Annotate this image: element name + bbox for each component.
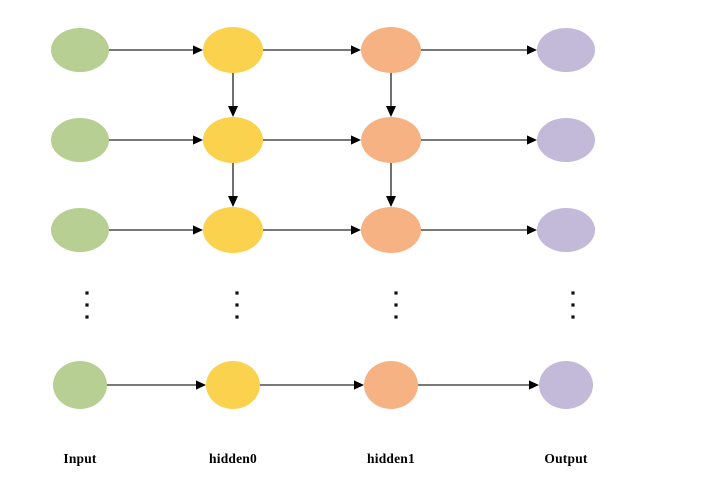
node-input-1 [51, 28, 109, 72]
node-hidden0-3 [203, 207, 263, 253]
layer-label-input: Input [63, 451, 97, 466]
arrow-head-down-icon [386, 196, 396, 207]
horizontal-edge-group [107, 45, 539, 390]
node-hidden0-1 [203, 27, 263, 73]
node-input-4 [53, 361, 107, 409]
arrow-head-right-icon [527, 45, 537, 55]
arrow-head-down-icon [386, 106, 396, 117]
vertical-ellipsis-dot [571, 291, 575, 295]
node-hidden0-4 [206, 361, 260, 409]
node-output-2 [537, 118, 595, 162]
node-output-1 [537, 28, 595, 72]
vertical-ellipsis-dot [85, 291, 89, 295]
ellipsis-group [85, 291, 575, 319]
arrow-head-right-icon [529, 380, 539, 390]
vertical-ellipsis-dot [571, 315, 575, 319]
arrow-head-right-icon [351, 135, 361, 145]
layer-label-hidden1: hidden1 [367, 451, 415, 466]
vertical-ellipsis-dot [235, 291, 239, 295]
vertical-ellipsis-dot [235, 315, 239, 319]
arrow-head-right-icon [527, 225, 537, 235]
vertical-ellipsis-dot [571, 303, 575, 307]
node-output-3 [537, 208, 595, 252]
arrow-head-right-icon [196, 380, 206, 390]
node-hidden1-3 [361, 207, 421, 253]
vertical-ellipsis-dot [394, 303, 398, 307]
arrow-head-right-icon [354, 380, 364, 390]
arrow-head-right-icon [527, 135, 537, 145]
arrow-head-right-icon [351, 225, 361, 235]
node-input-2 [51, 118, 109, 162]
vertical-edge-group [228, 73, 396, 207]
arrow-head-down-icon [228, 106, 238, 117]
node-group [51, 27, 595, 409]
node-hidden1-4 [364, 361, 418, 409]
arrow-head-down-icon [228, 196, 238, 207]
arrow-head-right-icon [193, 225, 203, 235]
vertical-ellipsis-dot [394, 291, 398, 295]
vertical-ellipsis-dot [394, 315, 398, 319]
node-hidden1-1 [361, 27, 421, 73]
layer-label-group: Input hidden0 hidden1 Output [63, 451, 588, 466]
vertical-ellipsis-dot [235, 303, 239, 307]
arrow-head-right-icon [193, 135, 203, 145]
layer-label-output: Output [544, 451, 588, 466]
arrow-head-right-icon [193, 45, 203, 55]
node-output-4 [539, 361, 593, 409]
vertical-ellipsis-dot [85, 303, 89, 307]
vertical-ellipsis-dot [85, 315, 89, 319]
node-hidden0-2 [203, 117, 263, 163]
layer-label-hidden0: hidden0 [209, 451, 257, 466]
arrow-head-right-icon [351, 45, 361, 55]
node-hidden1-2 [361, 117, 421, 163]
node-input-3 [51, 208, 109, 252]
